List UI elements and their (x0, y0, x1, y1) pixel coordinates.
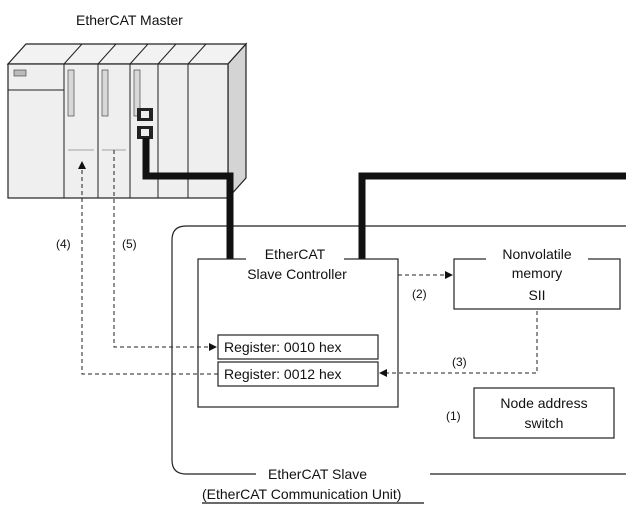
slave-title: EtherCAT Slave (268, 466, 367, 482)
step-4-label: (4) (56, 237, 71, 251)
register-0010-label: Register: 0010 hex (224, 339, 342, 355)
ethercat-cable-out (358, 172, 626, 259)
register-0010 (217, 334, 379, 360)
step-5-label: (5) (122, 237, 137, 251)
slave-controller-label-bg (246, 246, 344, 266)
ethercat-cable-in (142, 138, 234, 259)
arrow-5-master-to-register (113, 150, 217, 351)
node-address-switch-box (473, 387, 615, 439)
step-2-label: (2) (412, 287, 427, 301)
arrow-4-register-to-master (78, 161, 218, 375)
node-address-switch-line2: switch (525, 415, 564, 431)
master-title: EtherCAT Master (76, 12, 183, 28)
step-3-label: (3) (452, 355, 467, 369)
slave-subtitle: (EtherCAT Communication Unit) (202, 486, 401, 502)
nonvolatile-memory-line1: Nonvolatile (502, 246, 571, 262)
register-0012-label: Register: 0012 hex (224, 366, 342, 382)
node-address-switch-line1: Node address (500, 395, 587, 411)
slave-boundary (171, 225, 626, 475)
nonvolatile-memory-line2: memory (512, 265, 563, 281)
step-1-label: (1) (446, 409, 461, 423)
slave-controller-label-line2: Slave Controller (247, 266, 347, 282)
nonvolatile-memory-label-bg (486, 246, 588, 266)
slave-controller-label-line1: EtherCAT (265, 246, 326, 262)
nonvolatile-memory-sii: SII (528, 287, 545, 303)
